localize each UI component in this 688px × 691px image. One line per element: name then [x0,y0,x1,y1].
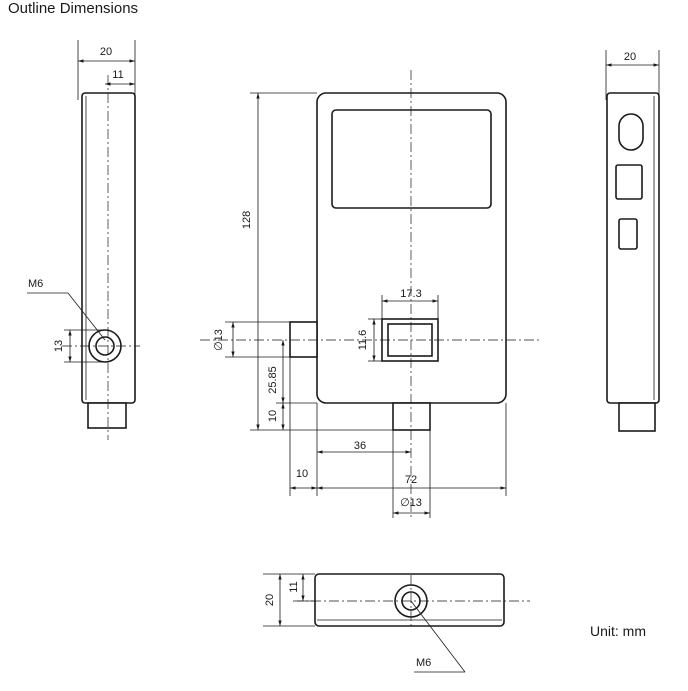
front-view-display-window [331,109,492,209]
unit-label: Unit: mm [590,623,646,639]
right-view-square-button [615,164,643,200]
right-view-connector [618,402,656,432]
left-offset-label: 11 [112,69,123,81]
front-view-bottom-connector [392,402,431,431]
front-36-label: 36 [354,440,366,452]
front-10-bottom-label: 10 [296,468,308,480]
bottom-11-label: 11 [288,581,300,592]
front-10-left-label: 10 [267,410,279,422]
front-dia-left-label: ∅13 [213,329,225,351]
bottom-view: 20 11 M6 [263,573,530,673]
right-width-label: 20 [624,51,636,63]
front-25-85-label: 25.85 [267,366,279,394]
front-11-6-label: 11.6 [357,330,369,351]
front-view: 128 ∅13 25.85 10 36 10 72 ∅13 [200,70,540,520]
left-view-connector [87,402,127,429]
front-72-label: 72 [405,474,417,486]
front-height-label: 128 [241,211,253,229]
right-view-oval-button [618,113,644,151]
left-dia-label: 13 [53,340,65,352]
left-thread-label: M6 [28,278,43,290]
bottom-20-label: 20 [264,594,276,606]
bottom-thread-label: M6 [416,657,431,669]
left-width-label: 20 [100,46,112,58]
front-view-side-connector [289,321,318,358]
right-side-view: 20 [605,50,660,432]
right-view-small-button [618,218,638,250]
front-dia-bottom-label: ∅13 [400,497,422,509]
page-title: Outline Dimensions [8,0,139,17]
left-side-view: 20 11 13 M6 [27,40,140,440]
front-17-3-label: 17.3 [400,288,421,300]
